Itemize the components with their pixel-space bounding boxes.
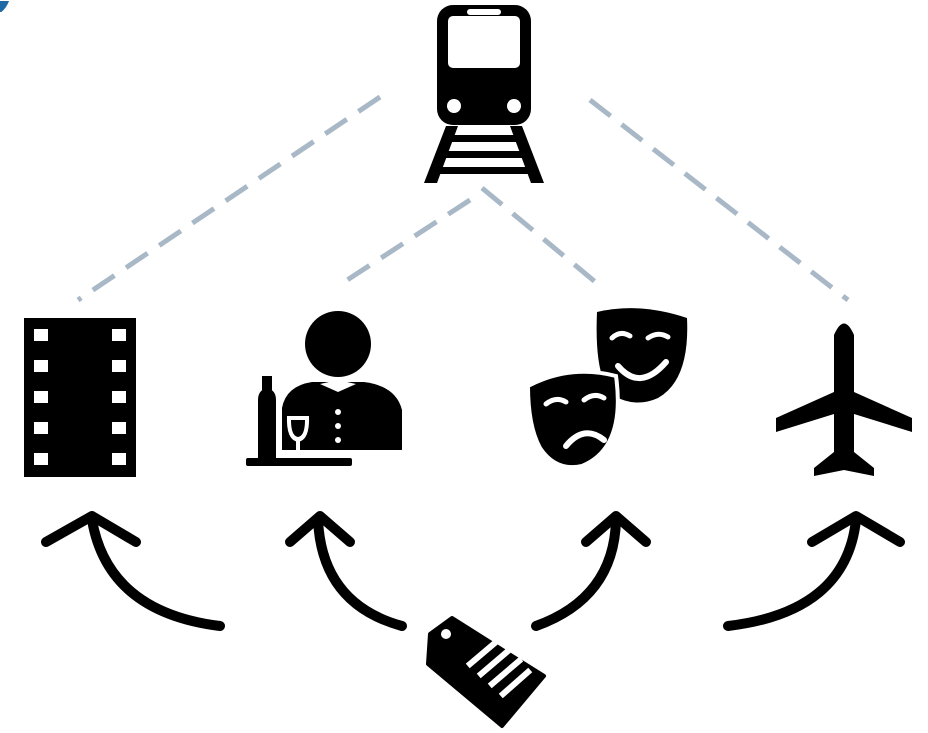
- waiter-icon: [246, 311, 402, 466]
- corner-accent: [0, 0, 10, 12]
- curved-arrows: [41, 511, 905, 631]
- arrow-to-theatre: [531, 511, 651, 631]
- film-strip-icon: [24, 318, 136, 477]
- train-icon: [424, 5, 544, 183]
- airplane-icon: [776, 323, 912, 476]
- link-train-cinema: [76, 94, 382, 303]
- theatre-masks-icon: [525, 308, 688, 470]
- arrow-to-flight: [723, 511, 905, 631]
- link-train-theatre: [480, 186, 607, 292]
- price-tag-icon: [426, 616, 546, 728]
- arrow-to-restaurant: [285, 511, 407, 631]
- arrow-to-cinema: [41, 511, 225, 631]
- link-train-flight: [588, 98, 850, 302]
- dashed-links: [76, 94, 850, 303]
- link-train-restaurant: [336, 197, 472, 289]
